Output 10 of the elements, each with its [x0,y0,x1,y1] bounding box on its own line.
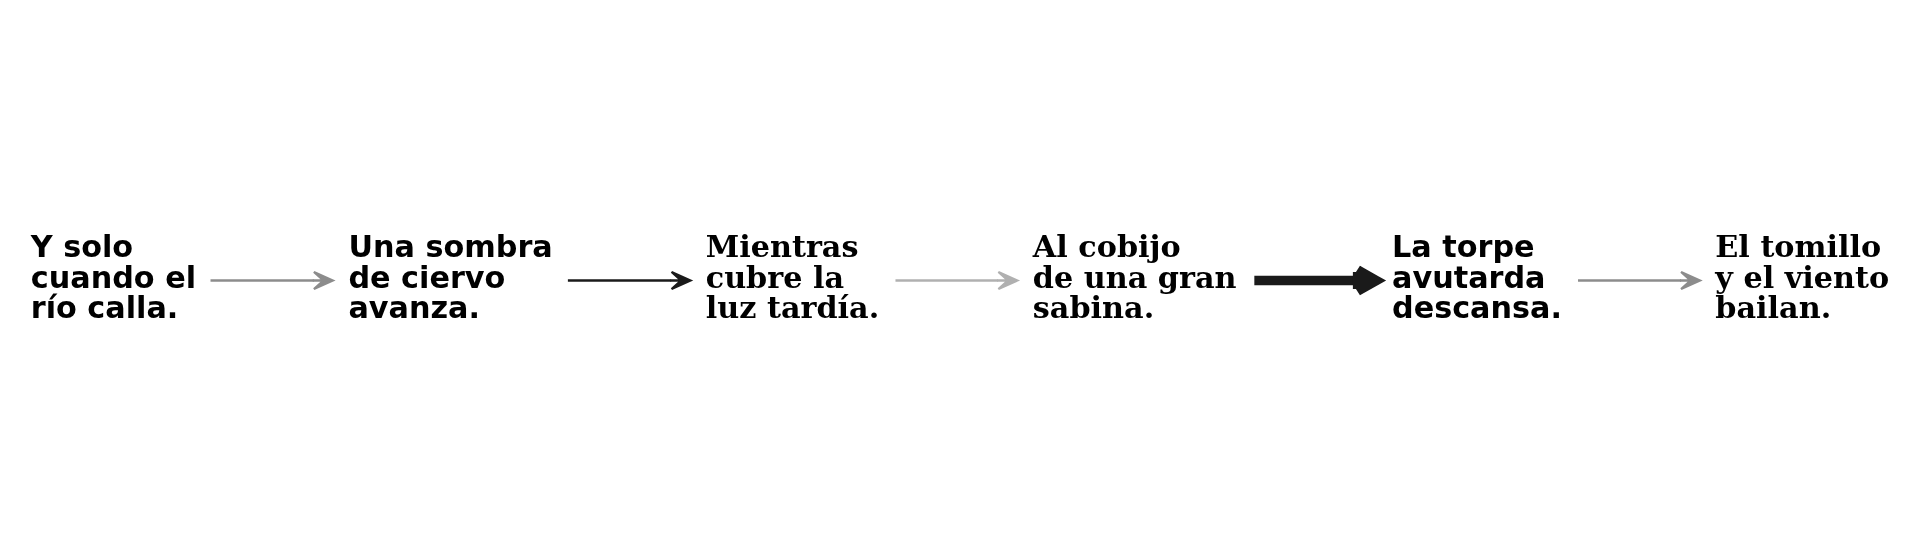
node-text: Y solo cuando el río calla. [30,228,197,325]
arrow [1578,270,1702,290]
node-text: Al cobijo de una gran sabina. [1032,228,1237,325]
arrow [567,270,692,290]
node-text: Mientras cubre la luz tardía. [705,228,880,325]
arrow [210,270,334,290]
node-text: El tomillo y el viento bailan. [1715,228,1890,325]
arrow [895,270,1019,290]
node-text: Una sombra de ciervo avanza. [348,228,553,325]
node-text: La torpe avutarda descansa. [1392,228,1562,325]
